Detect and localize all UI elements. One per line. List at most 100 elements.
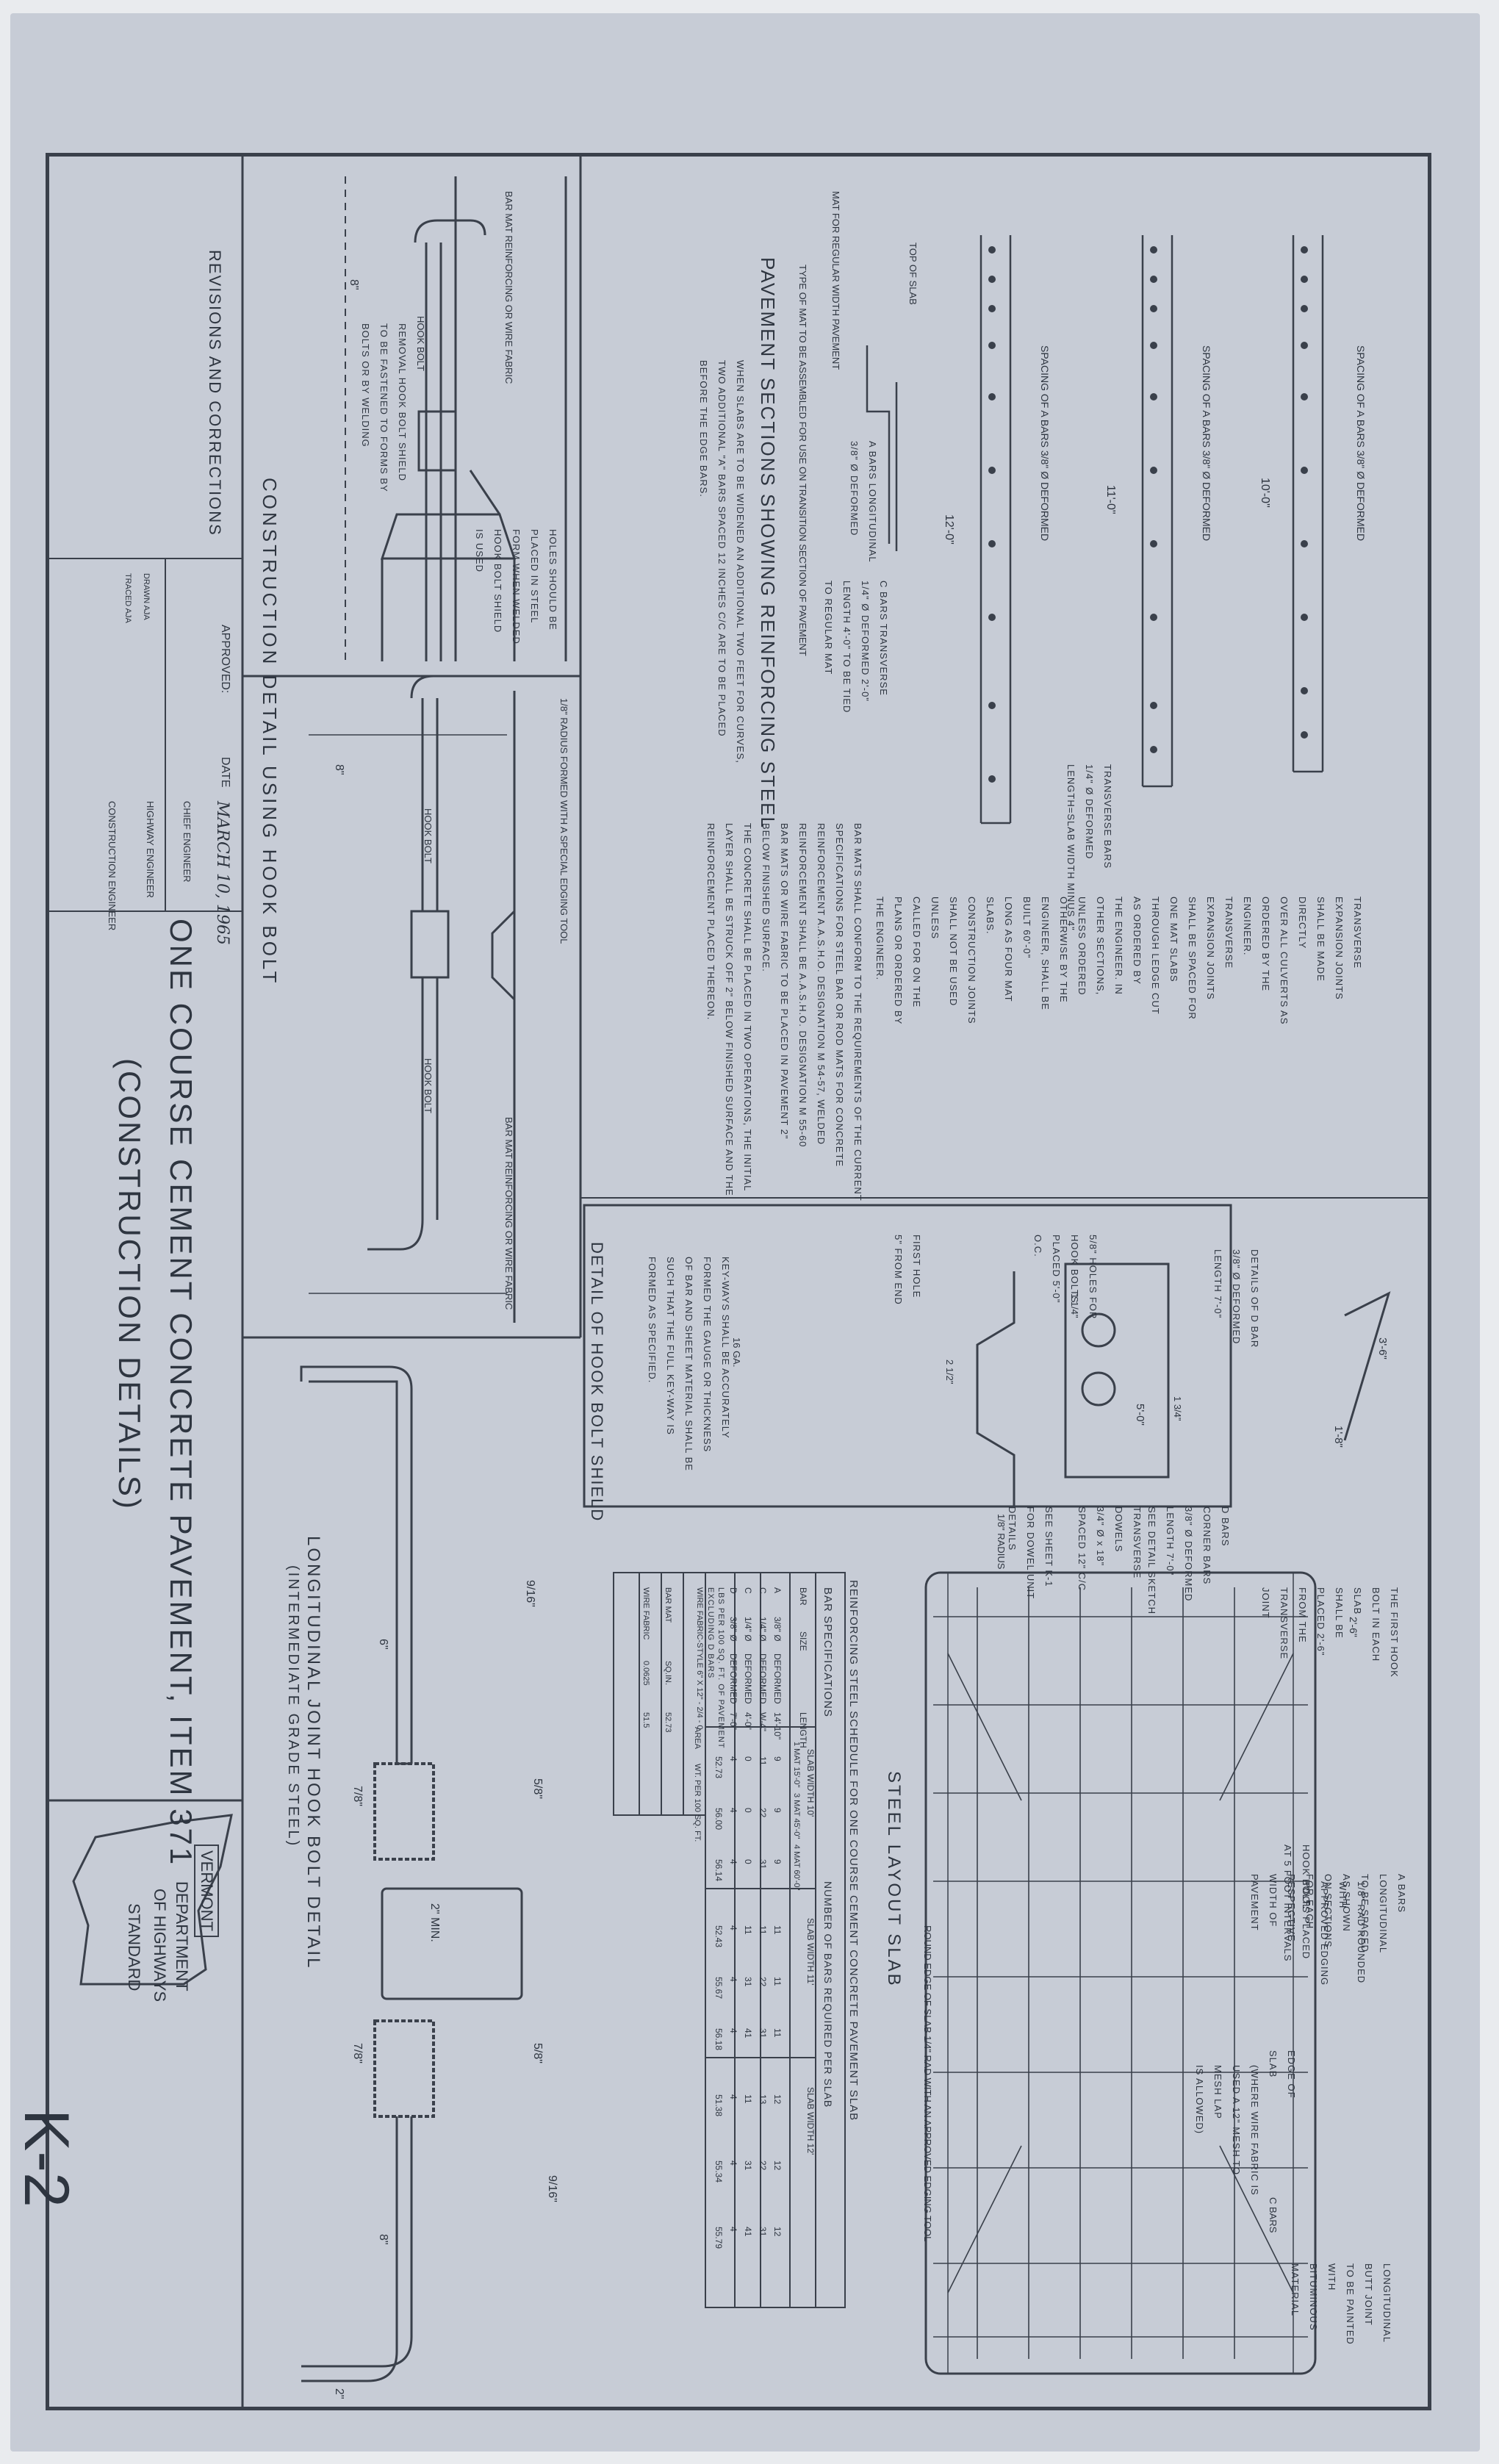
bar-spec-row-a-type: DEFORMED <box>772 1653 783 1704</box>
slab-width-12: SLAB WIDTH 12' <box>805 2087 816 2155</box>
nb-r2-c1: 11 <box>758 1756 768 1766</box>
lbs-7: 51.38 <box>713 2094 724 2117</box>
dim-1-3-4: 1 3/4" <box>1172 1396 1183 1421</box>
dim-8-a: 8" <box>348 279 360 290</box>
approved-label: APPROVED: <box>219 625 231 694</box>
nb-r3-c7: 11 <box>743 2094 753 2104</box>
mat-header-4: 4 MAT 60'-0" <box>792 1845 801 1891</box>
sheet-number: K-2 <box>11 2109 82 2208</box>
nb-r2-c5: 22 <box>758 1977 768 1987</box>
first-hole-label: FIRST HOLE 5" FROM END <box>893 1235 922 1305</box>
top-of-slab-label: TOP OF SLAB <box>907 243 919 305</box>
nb-r1-c9: 12 <box>772 2227 783 2237</box>
wire-fabric-lap-note: (WHERE WIRE FABRIC IS USED A 12" MESH TO… <box>1194 2065 1260 2196</box>
nb-r2-c4: 11 <box>758 1925 768 1935</box>
dim-9-16-a: 9/16" <box>524 1580 536 1607</box>
nb-r2-c2: 22 <box>758 1808 768 1818</box>
nb-r2-c6: 31 <box>758 2028 768 2039</box>
wire-table-bar-mat-area: SQ.IN. <box>664 1661 672 1686</box>
lbs-2: 56.00 <box>713 1808 724 1831</box>
bar-spec-header-bar: BAR <box>798 1587 808 1606</box>
bar-spec-row-d-type: DEFORMED <box>728 1653 738 1704</box>
nb-r1-c8: 12 <box>772 2161 783 2171</box>
hook-holes-label: 5/8" HOLES FOR HOOK BOLTS PLACED 5'-0" O… <box>1032 1235 1099 1320</box>
bar-spec-row-c2-type: DEFORMED <box>743 1653 753 1704</box>
date-value: MARCH 10, 1965 <box>213 801 231 945</box>
wire-table-bar-mat-wt: 52.73 <box>664 1712 672 1733</box>
nb-r4-c1: 4 <box>728 1756 738 1761</box>
c-bars-transverse-label: C BARS TRANSVERSE 1/4" Ø DEFORMED 2'-0" … <box>823 581 889 714</box>
nb-r4-c4: 4 <box>728 1925 738 1930</box>
number-bars-title: NUMBER OF BARS REQUIRED PER SLAB <box>822 1881 834 2108</box>
dim-5-8-a: 5/8" <box>531 1778 544 1799</box>
nb-r1-c4: 11 <box>772 1925 783 1935</box>
dim-12-ft: 12'-0" <box>943 514 955 545</box>
lbs-3: 56.14 <box>713 1859 724 1882</box>
lbs-9: 55.79 <box>713 2227 724 2249</box>
nb-r4-c8: 4 <box>728 2161 738 2166</box>
bar-spec-row-c2-size: 1/4" Ø <box>743 1617 753 1642</box>
nb-r4-c9: 4 <box>728 2227 738 2232</box>
wire-table-fabric-wt: 51.5 <box>641 1712 650 1728</box>
steel-schedule-table <box>613 1572 846 2308</box>
hook-bolt-label-1: HOOK BOLT <box>415 316 426 371</box>
bar-spec-row-d-size: 3/8" Ø <box>728 1617 738 1642</box>
removal-shield-note: REMOVAL HOOK BOLT SHIELD TO BE FASTENED … <box>360 323 408 492</box>
nb-r1-c2: 9 <box>772 1808 783 1813</box>
bar-spec-row-a-bar: A <box>772 1587 783 1594</box>
dim-9-16-b: 9/16" <box>546 2175 558 2202</box>
bar-spec-row-c1-type: DEFORMED <box>758 1653 768 1704</box>
hook-bolt-label-2: HOOK BOLT <box>423 808 434 863</box>
nb-r1-c5: 11 <box>772 1977 783 1986</box>
type-of-mat-label: TYPE OF MAT TO BE ASSEMBLED FOR USE ON T… <box>797 265 808 656</box>
dim-2: 2" <box>333 2388 345 2399</box>
drawn-by: DRAWN AJA <box>142 573 151 620</box>
nb-r4-c2: 4 <box>728 1808 738 1813</box>
nb-r3-c6: 41 <box>743 2028 753 2039</box>
key-ways-note: KEY-WAYS SHALL BE ACCURATELY FORMED THE … <box>647 1257 731 1471</box>
expansion-joints-note: TRANSVERSE EXPANSION JOINTS SHALL BE MAD… <box>874 897 1363 1025</box>
wire-fabric-style: WIRE FABRIC-STYLE 6" X 12" - 2/4 - 0 <box>695 1587 704 1730</box>
bar-spec-title: BAR SPECIFICATIONS <box>822 1587 834 1717</box>
wire-table-header-area: AREA <box>693 1727 702 1749</box>
spacing-a-bars-1: SPACING OF A BARS 3/8" Ø DEFORMED <box>1355 345 1367 542</box>
dim-2-1-2: 2 1/2" <box>944 1359 955 1384</box>
dim-8-c: 8" <box>377 2234 389 2245</box>
dim-7-8-a: 7/8" <box>351 1786 364 1806</box>
bar-spec-row-d-bar: D <box>728 1587 738 1594</box>
nb-r2-c3: 31 <box>758 1859 768 1869</box>
see-sheet-note: SEE SHEET K-1 FOR DOWEL UNIT DETAILS <box>1007 1506 1054 1600</box>
nb-r1-c6: 11 <box>772 2028 783 2038</box>
wire-table-header-wt: WT. PER 100 SQ. FT. <box>693 1764 702 1842</box>
nb-r3-c5: 31 <box>743 1977 753 1987</box>
dim-5-ft: 5'-0" <box>1134 1404 1146 1426</box>
lbs-per-100-label: LBS PER 100 SQ. FT. OF PAVEMENT EXCLUDIN… <box>706 1587 725 1749</box>
longitudinal-hook-bolt <box>300 1365 523 2382</box>
highway-engineer-label: HIGHWAY ENGINEER <box>145 801 156 898</box>
hook-bolt-construction-title: CONSTRUCTION DETAIL USING HOOK BOLT <box>259 478 281 986</box>
bar-spec-row-c2-length: 4'-0" <box>743 1712 753 1730</box>
chief-engineer-label: CHIEF ENGINEER <box>181 801 193 883</box>
spacing-a-bars-3: SPACING OF A BARS 3/8" Ø DEFORMED <box>1039 345 1051 542</box>
nb-r4-c5: 4 <box>728 1977 738 1982</box>
bar-spec-row-c1-size: 1/4" Ø <box>758 1617 768 1642</box>
nb-r3-c9: 41 <box>743 2227 753 2237</box>
bar-dots <box>988 246 1308 783</box>
dim-5-8-b: 5/8" <box>531 2043 544 2063</box>
hook-bolt-shield-title: DETAIL OF HOOK BOLT SHIELD <box>588 1242 606 1523</box>
slab-grid <box>933 1587 1308 2359</box>
nb-r3-c8: 31 <box>743 2161 753 2171</box>
widened-slabs-note: WHEN SLABS ARE TO BE WIDENED AN ADDITION… <box>698 360 746 764</box>
dim-10-ft: 10'-0" <box>1259 478 1271 508</box>
steel-layout-slab <box>924 1571 1317 2375</box>
dim-1-8: 1'-8" <box>1332 1426 1345 1448</box>
dim-8-b: 8" <box>333 764 345 775</box>
hook-bolt-label-3: HOOK BOLT <box>423 1058 434 1113</box>
dim-3-6: 3'-6" <box>1376 1337 1389 1359</box>
a-bars-longitudinal-label: A BARS LONGITUDINAL 3/8" Ø DEFORMED <box>849 441 878 563</box>
holes-note: HOLES SHOULD BE PLACED IN STEEL FORM WHE… <box>474 529 558 644</box>
drawing-subtitle: (CONSTRUCTION DETAILS) <box>112 1058 147 1511</box>
dim-11-ft: 11'-0" <box>1104 485 1117 514</box>
wire-table-fabric: WIRE FABRIC <box>641 1587 650 1640</box>
